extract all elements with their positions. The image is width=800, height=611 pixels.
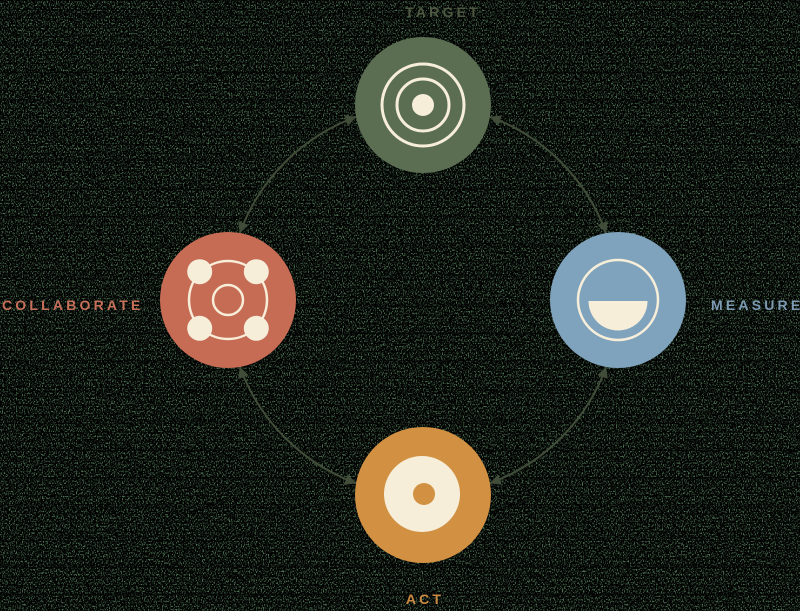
arrow-head-into-measure-top — [597, 221, 608, 234]
collaborate-label: COLLABORATE — [2, 297, 144, 313]
node-collaborate — [160, 232, 296, 368]
gauge-icon — [576, 258, 660, 342]
arrow-head-into-act-right — [489, 474, 502, 485]
arrow-head-into-collaborate-bottom — [238, 366, 249, 379]
node-measure-circle — [550, 232, 686, 368]
group-circle-icon — [187, 259, 269, 341]
arrow-head-into-act-left — [344, 474, 357, 485]
node-collaborate-circle — [160, 232, 296, 368]
measure-label: MEASURE — [711, 297, 800, 313]
node-act — [355, 427, 491, 563]
node-target — [355, 37, 491, 173]
arrow-head-into-measure-bottom — [597, 366, 608, 379]
bullseye-icon — [380, 62, 466, 148]
node-measure — [550, 232, 686, 368]
arrow-head-into-target-left — [344, 115, 357, 126]
record-dot-icon — [384, 456, 460, 532]
act-label: ACT — [405, 591, 445, 607]
arrow-head-into-target-right — [489, 115, 502, 126]
target-label: TARGET — [405, 4, 481, 20]
arrowheads — [238, 115, 608, 485]
arrow-head-into-collaborate-top — [238, 221, 249, 234]
